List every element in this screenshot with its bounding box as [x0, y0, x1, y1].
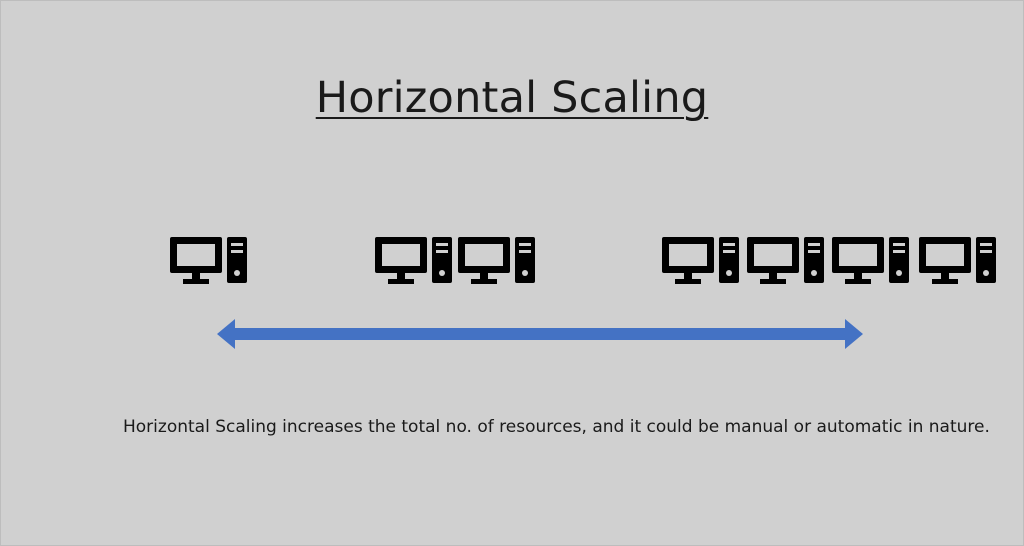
- computer-icon: [661, 235, 741, 285]
- computer-icon: [169, 235, 249, 285]
- computer-icon: [831, 235, 911, 285]
- slide-title: Horizontal Scaling: [315, 73, 709, 123]
- computer-icon: [457, 235, 537, 285]
- computer-icon: [918, 235, 998, 285]
- computer-icon: [746, 235, 826, 285]
- double-arrow-icon: [217, 319, 863, 349]
- computer-icon: [374, 235, 454, 285]
- slide-caption: Horizontal Scaling increases the total n…: [123, 417, 990, 437]
